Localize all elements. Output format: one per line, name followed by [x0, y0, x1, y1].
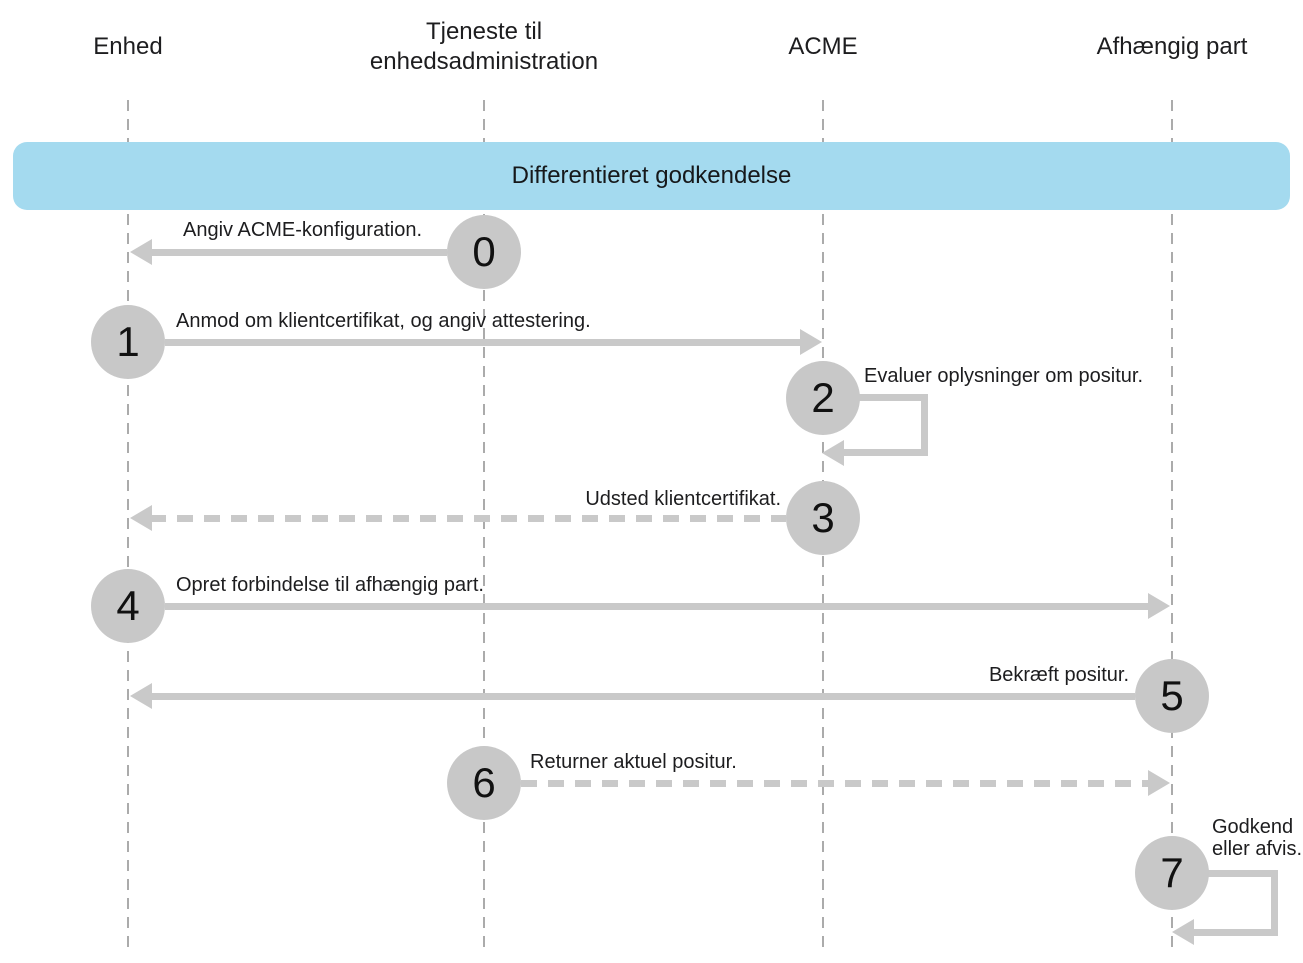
step-number-4: 4 [116, 582, 140, 629]
step-number-3: 3 [811, 494, 835, 541]
arrow-6-head-icon [1148, 770, 1170, 796]
step-label-6: Returner aktuel positur. [530, 751, 737, 773]
step-number-5: 5 [1160, 672, 1184, 719]
arrow-5-shaft [148, 693, 1135, 700]
step-number-6: 6 [472, 759, 496, 806]
step-circle-6: 6 [447, 746, 521, 820]
step-number-1: 1 [116, 318, 140, 365]
step-label-2: Evaluer oplysninger om positur. [864, 365, 1144, 387]
step-circle-0: 0 [447, 215, 521, 289]
step-label-7: Godkend eller afvis. [1212, 816, 1303, 860]
arrow-3-head-icon [130, 505, 152, 531]
lifeline-enhed [127, 100, 129, 955]
actor-label-enhed: Enhed [93, 33, 163, 60]
step-circle-3: 3 [786, 481, 860, 555]
step-circle-2: 2 [786, 361, 860, 435]
arrow-0-head-icon [130, 239, 152, 265]
arrow-7-head-icon [1172, 919, 1194, 945]
diagram-title-banner: Differentieret godkendelse [13, 142, 1290, 210]
arrow-6-shaft [521, 780, 1149, 787]
step-circle-4: 4 [91, 569, 165, 643]
step-circle-5: 5 [1135, 659, 1209, 733]
step-label-5: Bekræft positur. [988, 664, 1129, 686]
step-number-2: 2 [811, 374, 835, 421]
arrow-7-self-loop [1190, 870, 1278, 936]
step-label-4: Opret forbindelse til afhængig part. [176, 574, 484, 596]
arrow-3-shaft [150, 515, 786, 522]
step-label-0: Angiv ACME-konfiguration. [183, 219, 423, 241]
arrow-5-head-icon [130, 683, 152, 709]
step-label-3: Udsted klientcertifikat. [585, 488, 781, 510]
step-label-1: Anmod om klientcertifikat, og angiv atte… [176, 310, 591, 332]
arrow-2-head-icon [822, 440, 844, 466]
actor-label-acme: ACME [788, 33, 858, 60]
arrow-1-shaft [165, 339, 801, 346]
lifeline-device-management-service [483, 100, 485, 955]
step-circle-7: 7 [1135, 836, 1209, 910]
arrow-2-self-loop [840, 394, 928, 456]
arrow-4-shaft [165, 603, 1149, 610]
diagram-title: Differentieret godkendelse [511, 162, 792, 189]
lifeline-relying-party [1171, 100, 1173, 955]
arrow-4-head-icon [1148, 593, 1170, 619]
step-number-0: 0 [472, 228, 496, 275]
actor-label-device-management-service: Tjeneste til enhedsadministration [369, 18, 599, 75]
arrow-1-head-icon [800, 329, 822, 355]
arrow-0-shaft [148, 249, 447, 256]
step-number-7: 7 [1160, 849, 1184, 896]
step-circle-1: 1 [91, 305, 165, 379]
actor-label-relying-party: Afhængig part [1096, 33, 1248, 60]
